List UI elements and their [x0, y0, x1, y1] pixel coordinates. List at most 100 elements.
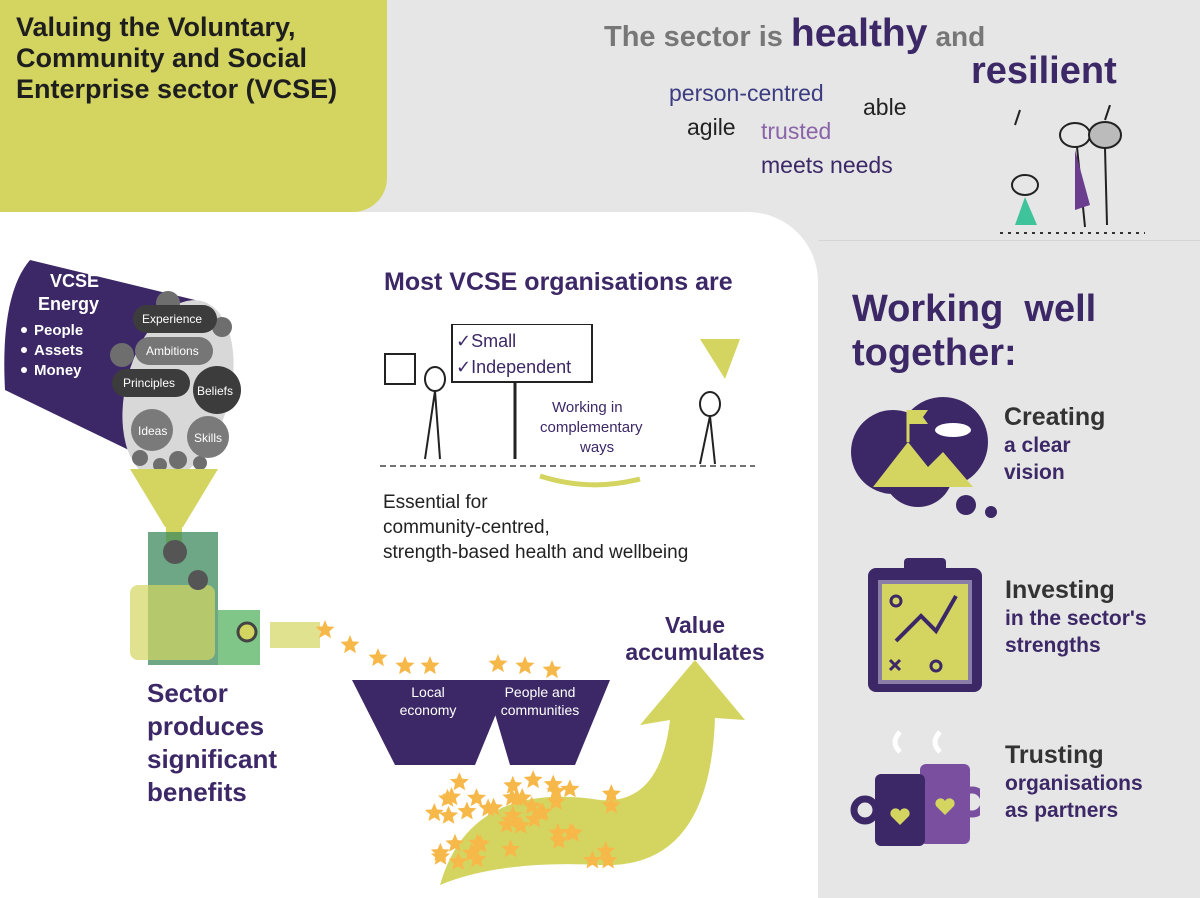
produces-line: Sector — [147, 678, 228, 708]
ball-ambitions: Ambitions — [146, 344, 199, 358]
energy-title-2: Energy — [38, 294, 99, 314]
word-trusted: trusted — [761, 118, 832, 144]
working-heading: Working well together: — [852, 287, 1096, 375]
star-icon — [503, 805, 523, 824]
star-icon — [546, 781, 566, 800]
working-item-trusting: Trusting organisations as partners — [1005, 740, 1143, 824]
star-icon — [582, 850, 602, 869]
produces-text: Sector produces significant benefits — [147, 677, 277, 809]
star-icon — [315, 620, 335, 639]
star-icon — [445, 833, 465, 852]
word-able: able — [863, 94, 907, 120]
working-item-sub: as partners — [1005, 799, 1119, 822]
working-item-title: Investing — [1005, 576, 1115, 604]
star-icon — [523, 770, 543, 789]
health-resilient: resilient — [971, 50, 1117, 92]
ball-ideas: Ideas — [138, 424, 167, 438]
star-icon — [467, 849, 487, 868]
sign-small: ✓Small — [456, 331, 516, 351]
complementary-sketch: ✓Small ✓Independent Working in complemen… — [380, 324, 755, 488]
bucket-1-line-2: economy — [400, 702, 457, 718]
star-icon — [546, 791, 566, 810]
sign-board — [451, 324, 593, 383]
star-icon — [511, 815, 531, 834]
star-icon — [449, 772, 469, 791]
star-icon — [503, 775, 523, 794]
sign-independent: ✓Independent — [456, 357, 571, 377]
word-agile: agile — [687, 114, 736, 140]
bucket-1-line-1: Local — [411, 684, 444, 700]
star-icon — [488, 654, 508, 673]
star-icon — [501, 839, 521, 858]
bucket-2-line-2: communities — [501, 702, 580, 718]
health-lead: The sector is — [604, 21, 783, 53]
health-and: and — [935, 21, 986, 52]
energy-item-money: Money — [34, 362, 82, 379]
ball-beliefs: Beliefs — [197, 384, 233, 398]
essential-line: Essential for — [383, 492, 488, 513]
working-heading-line: Working well — [852, 288, 1097, 330]
star-icon — [340, 635, 360, 654]
star-icon — [442, 787, 461, 806]
title-panel: Valuing the Voluntary, Community and Soc… — [0, 0, 387, 212]
page-title: Valuing the Voluntary, Community and Soc… — [16, 12, 338, 104]
complementary-line-1: Working in — [552, 399, 623, 416]
most-heading: Most VCSE organisations are — [384, 268, 733, 296]
bucket-people-communities — [485, 680, 610, 765]
essential-line: community-centred, — [383, 517, 550, 538]
star-icon — [561, 822, 581, 841]
vision-cloud-icon — [851, 397, 997, 518]
star-icon — [533, 802, 553, 821]
complementary-line-2: complementary — [540, 419, 643, 436]
value-flow: Local economy People and communities — [315, 620, 745, 885]
working-item-title: Trusting — [1005, 741, 1104, 769]
ball-skills: Skills — [194, 431, 222, 445]
working-item-investing: Investing in the sector's strengths — [1005, 575, 1147, 659]
star-icon — [601, 795, 621, 814]
working-item-vision: Creating a clear vision — [1004, 402, 1105, 486]
working-heading-line: together: — [852, 332, 1017, 374]
essential-line: strength-based health and wellbeing — [383, 542, 689, 563]
star-icon — [368, 648, 388, 667]
output-pipe — [270, 622, 320, 648]
clipboard-strategy-icon — [868, 558, 982, 692]
star-icon — [431, 846, 450, 865]
working-item-sub: a clear — [1004, 434, 1071, 457]
energy-item-people: People — [34, 322, 83, 339]
energy-item-assets: Assets — [34, 342, 83, 359]
ball-experience: Experience — [142, 312, 202, 326]
energy-machine: VCSE Energy People Assets Money Experien… — [4, 260, 260, 665]
value-text: Value accumulates — [610, 612, 780, 666]
produces-line: produces — [147, 711, 265, 741]
mugs-icon — [850, 730, 980, 846]
star-icon — [424, 803, 444, 822]
stars — [315, 620, 621, 870]
star-icon — [468, 833, 488, 852]
health-heading: The sector is healthy and — [604, 14, 985, 53]
value-line: accumulates — [625, 639, 765, 665]
star-icon — [457, 801, 477, 820]
star-icon — [515, 656, 535, 675]
funnel — [130, 469, 218, 527]
star-icon — [478, 798, 498, 817]
star-icon — [548, 823, 568, 842]
working-item-sub: strengths — [1005, 634, 1101, 657]
word-person-centred: person-centred — [669, 80, 824, 106]
star-icon — [448, 851, 468, 870]
star-icon — [439, 805, 459, 824]
star-icon — [598, 850, 618, 869]
star-icon — [596, 841, 616, 860]
family-sketch-icon — [1000, 105, 1145, 234]
bucket-local-economy — [352, 680, 510, 765]
complementary-line-3: ways — [579, 439, 614, 456]
working-item-sub: organisations — [1005, 772, 1143, 795]
health-healthy: healthy — [790, 12, 928, 55]
star-icon — [395, 656, 415, 675]
star-icon — [420, 656, 440, 675]
ball-principles: Principles — [123, 376, 175, 390]
value-line: Value — [664, 612, 726, 638]
bucket-2-line-1: People and — [505, 684, 576, 700]
produces-line: benefits — [147, 777, 247, 807]
working-item-sub: in the sector's — [1005, 607, 1147, 630]
working-item-title: Creating — [1004, 403, 1106, 431]
